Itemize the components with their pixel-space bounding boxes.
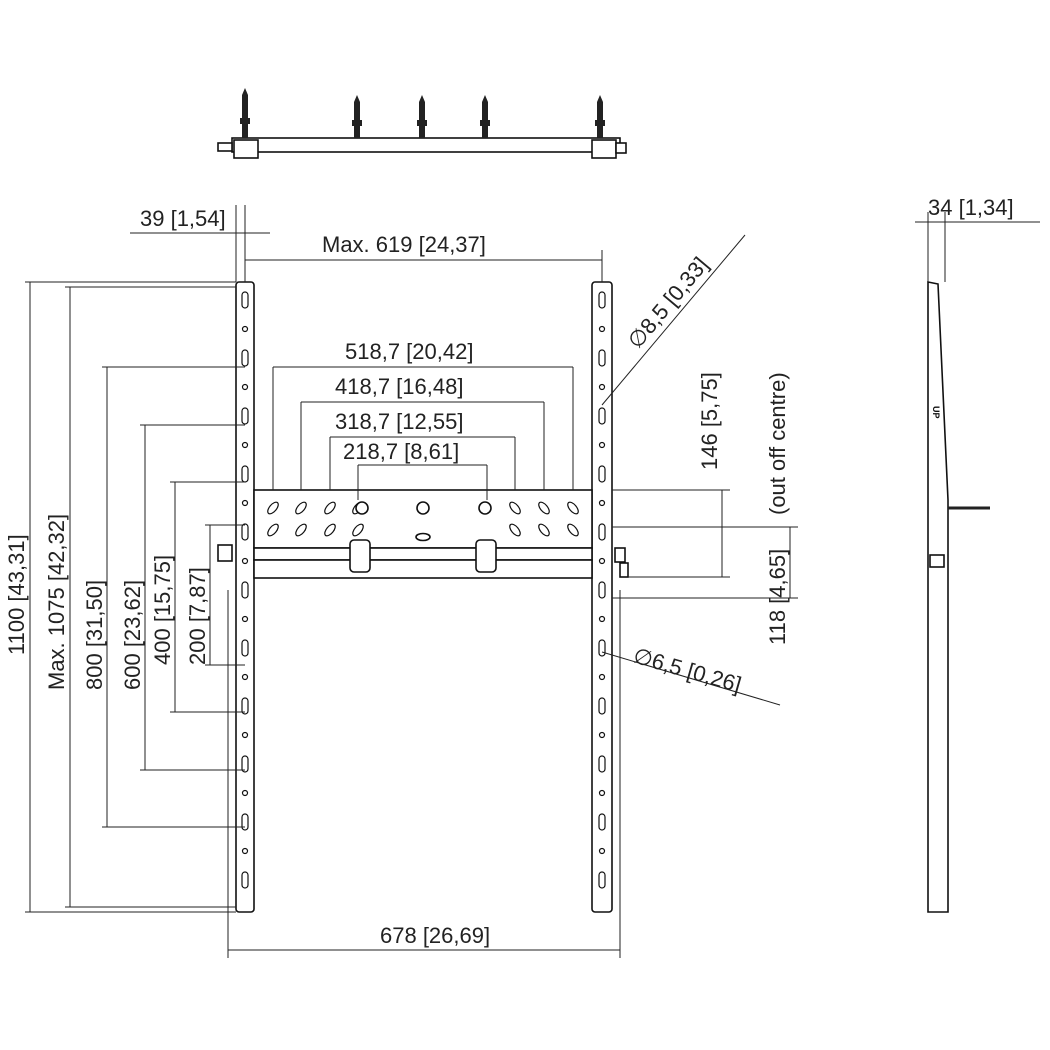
dim-146: 146 [5,75] bbox=[697, 372, 722, 470]
plate-slot bbox=[324, 523, 336, 537]
dim-off-centre: (out off centre) bbox=[765, 372, 790, 515]
rail-hole bbox=[241, 557, 249, 565]
rail-hole bbox=[241, 581, 249, 599]
rail-hole bbox=[241, 871, 249, 889]
plate-slot bbox=[538, 501, 550, 515]
dim-400: 400 [15,75] bbox=[150, 555, 175, 665]
dim-218: 218,7 [8,61] bbox=[343, 439, 459, 464]
plate-slot bbox=[267, 501, 279, 515]
rail-hole bbox=[241, 523, 249, 541]
bolt-icons bbox=[240, 88, 605, 138]
rail-hole bbox=[598, 325, 606, 333]
rail-hole bbox=[241, 639, 249, 657]
dim-hole-large: ∅8,5 [0,33] bbox=[623, 252, 713, 353]
rail-hole bbox=[598, 441, 606, 449]
dim-top-offset: 39 [1,54] bbox=[140, 206, 226, 231]
rail-hole bbox=[598, 755, 606, 773]
rail-hole bbox=[598, 731, 606, 739]
dim-hole-small: ∅6,5 [0,26] bbox=[631, 643, 745, 698]
rail-hole bbox=[241, 615, 249, 623]
dim-800: 800 [31,50] bbox=[82, 580, 107, 690]
rail-hole bbox=[241, 325, 249, 333]
plate-slot bbox=[352, 523, 364, 537]
dim-518: 518,7 [20,42] bbox=[345, 339, 473, 364]
dim-total-width: 678 [26,69] bbox=[380, 923, 490, 948]
plate-slot bbox=[509, 523, 521, 537]
dim-318: 318,7 [12,55] bbox=[335, 409, 463, 434]
plate-slot bbox=[567, 501, 579, 515]
rail-hole bbox=[598, 499, 606, 507]
rail-hole bbox=[598, 615, 606, 623]
rail-hole bbox=[241, 755, 249, 773]
plate-slot bbox=[295, 523, 307, 537]
rail-holes bbox=[241, 291, 606, 889]
plate-slot bbox=[267, 523, 279, 537]
rail-hole bbox=[598, 523, 606, 541]
rail-hole bbox=[241, 789, 249, 797]
rail-hole bbox=[241, 813, 249, 831]
rail-hole bbox=[598, 465, 606, 483]
rail-hole bbox=[241, 499, 249, 507]
plate-slot bbox=[324, 501, 336, 515]
rail-hole bbox=[241, 673, 249, 681]
up-label: UP bbox=[931, 406, 941, 419]
rail-hole bbox=[241, 383, 249, 391]
dimension-lines bbox=[25, 205, 1040, 958]
rail-hole bbox=[598, 789, 606, 797]
right-rail bbox=[591, 281, 613, 913]
rail-hole bbox=[598, 639, 606, 657]
rail-hole bbox=[241, 731, 249, 739]
rail-hole bbox=[241, 697, 249, 715]
rail-hole bbox=[598, 581, 606, 599]
plate-slot bbox=[567, 523, 579, 537]
dim-118: 118 [4,65] bbox=[765, 549, 790, 645]
plate-slot bbox=[509, 501, 521, 515]
rail-hole bbox=[598, 349, 606, 367]
dim-200: 200 [7,87] bbox=[185, 567, 210, 665]
rail-hole bbox=[241, 441, 249, 449]
dim-depth: 34 [1,34] bbox=[928, 195, 1014, 220]
rail-hole bbox=[598, 557, 606, 565]
side-view: UP bbox=[927, 281, 990, 913]
rail-hole bbox=[598, 871, 606, 889]
rail-hole bbox=[598, 291, 606, 309]
top-view bbox=[217, 88, 627, 159]
rail-hole bbox=[241, 407, 249, 425]
dim-max-height: Max. 1075 [42,32] bbox=[44, 514, 69, 690]
plate-slot bbox=[295, 501, 307, 515]
dim-total-height: 1100 [43,31] bbox=[4, 534, 29, 655]
rail-hole bbox=[598, 813, 606, 831]
rail-hole bbox=[598, 407, 606, 425]
rail-hole bbox=[241, 847, 249, 855]
left-rail bbox=[235, 281, 255, 913]
dim-418: 418,7 [16,48] bbox=[335, 374, 463, 399]
plate-slot bbox=[538, 523, 550, 537]
dim-max-width: Max. 619 [24,37] bbox=[322, 232, 486, 257]
rail-hole bbox=[598, 847, 606, 855]
front-view bbox=[217, 281, 629, 913]
rail-hole bbox=[598, 697, 606, 715]
rail-hole bbox=[241, 291, 249, 309]
dim-600: 600 [23,62] bbox=[120, 580, 145, 690]
rail-hole bbox=[598, 673, 606, 681]
rail-hole bbox=[241, 349, 249, 367]
rail-hole bbox=[598, 383, 606, 391]
